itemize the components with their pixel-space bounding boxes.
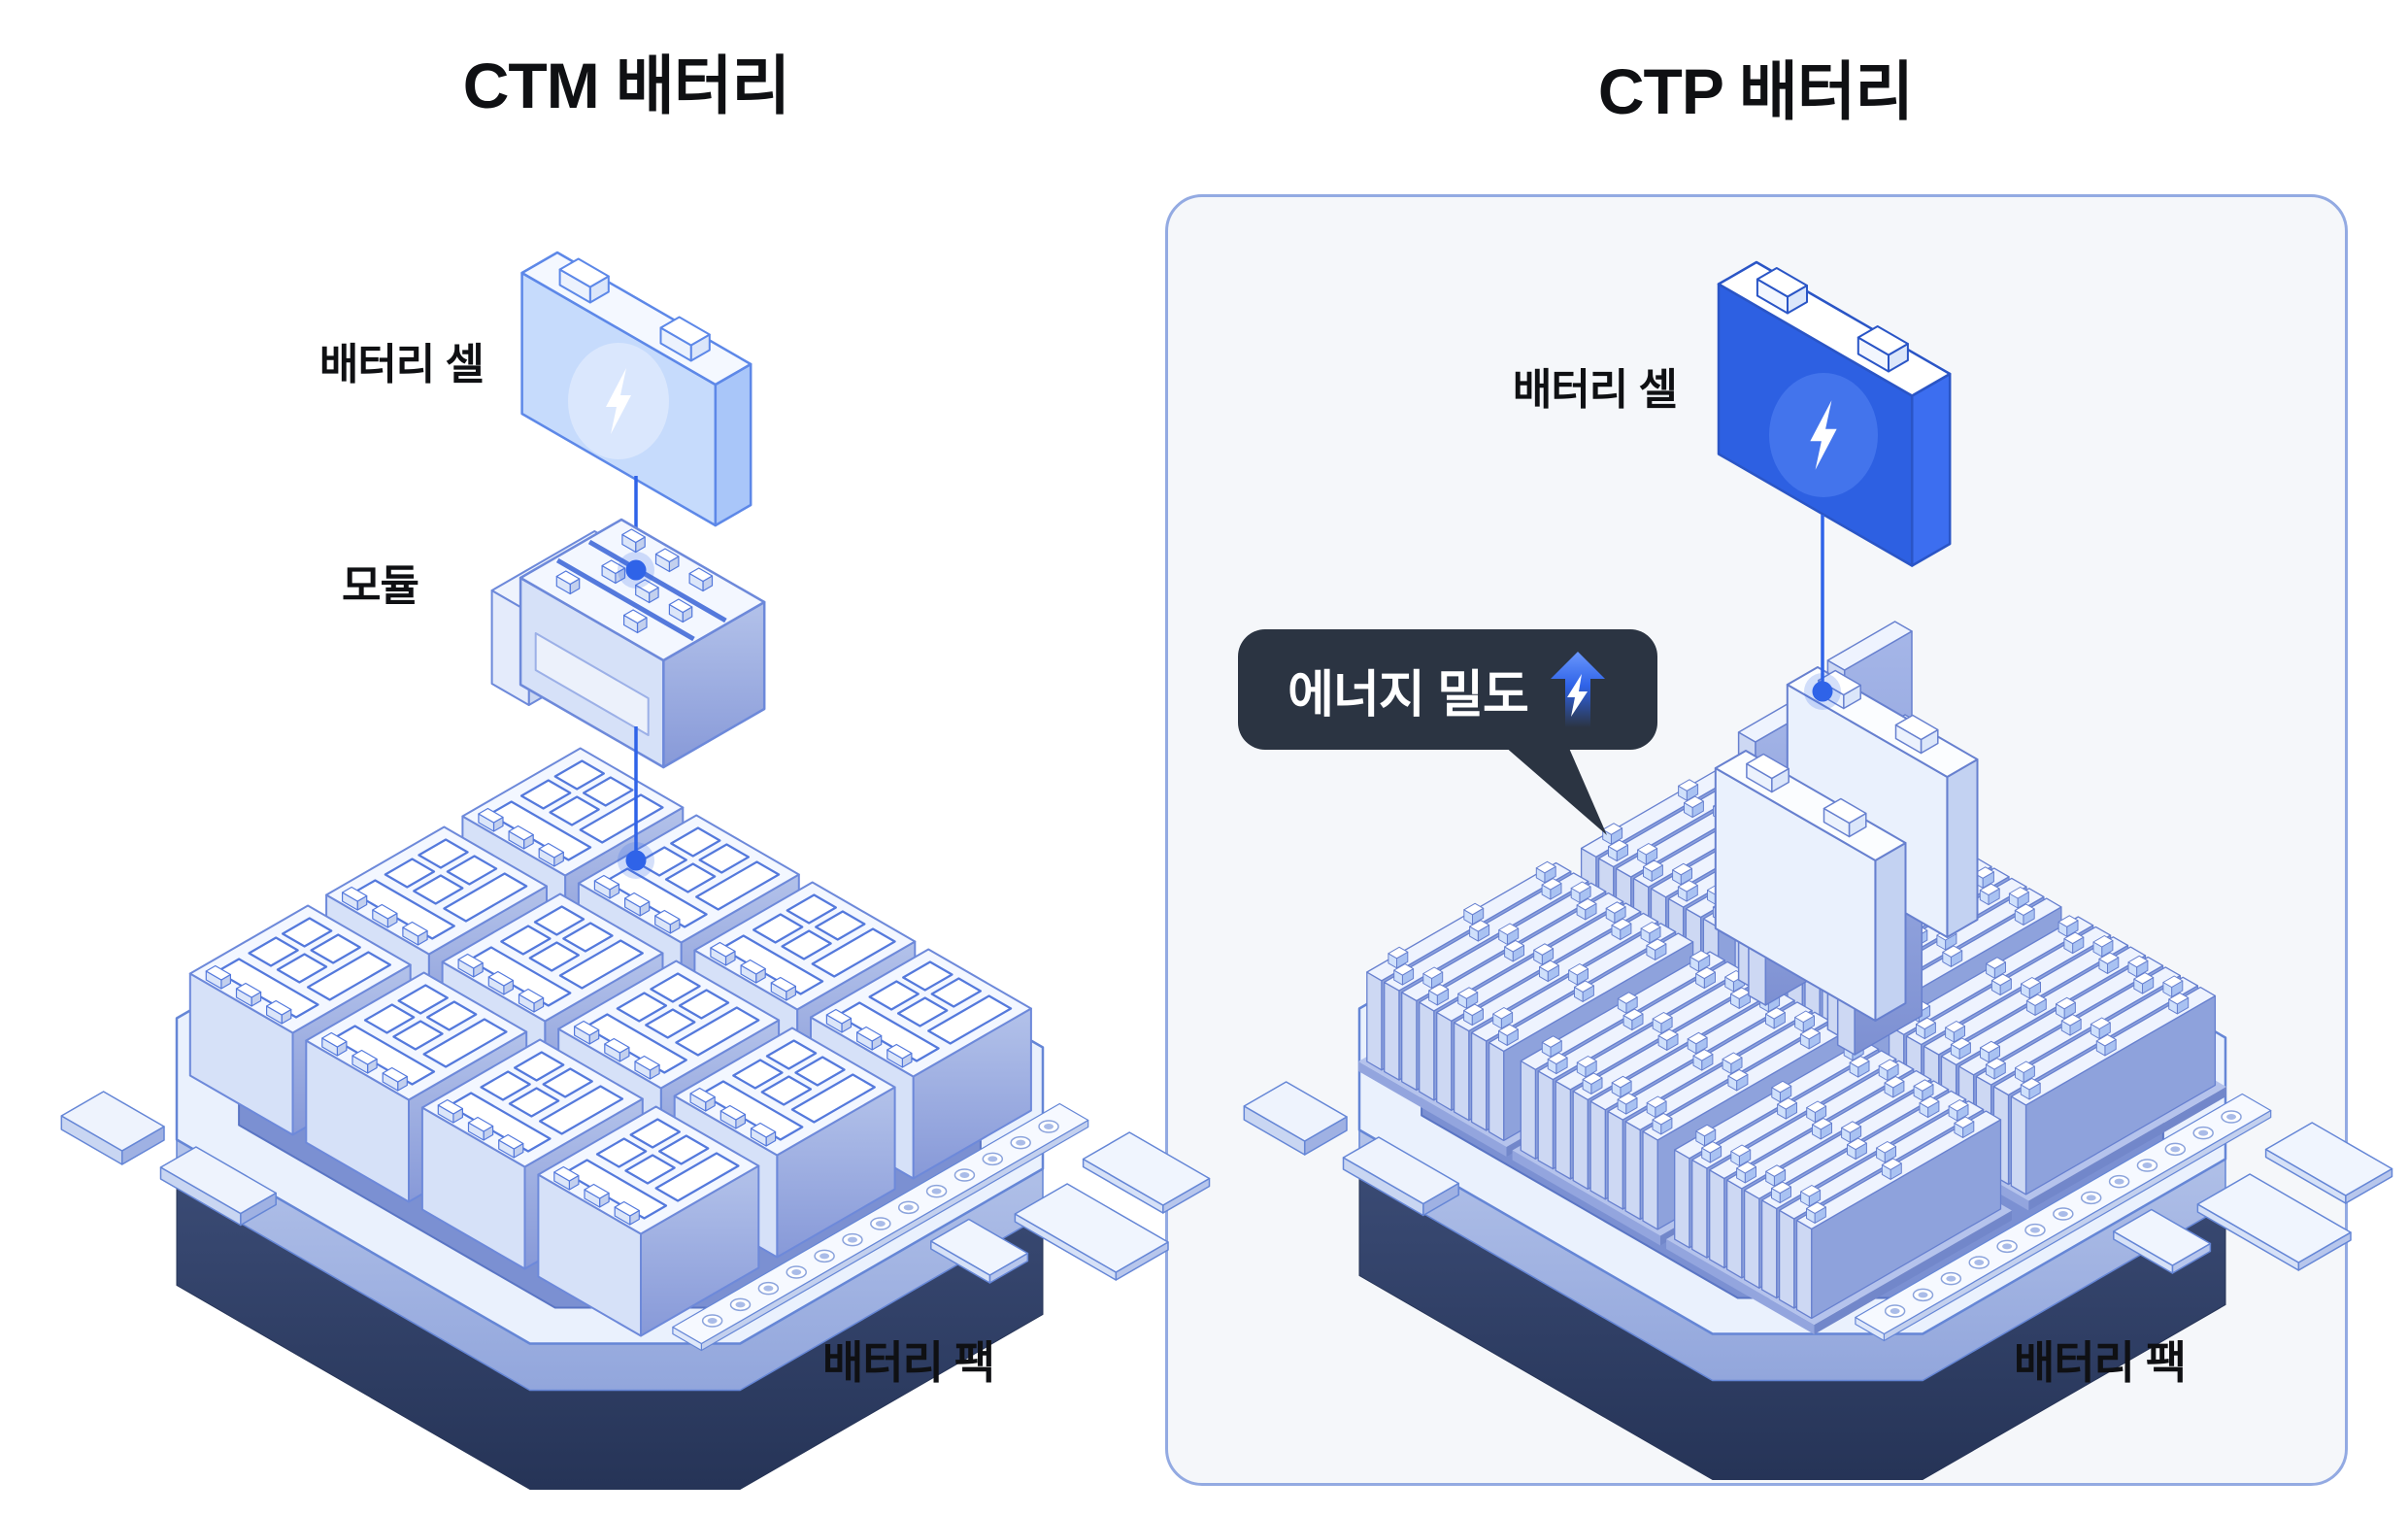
ctp-cell-label: 배터리 셀 [1512,366,1678,414]
energy-density-text: 에너지 밀도 [1288,666,1529,724]
arrow-up-lightning-icon [1550,652,1605,727]
ctm-cell-label: 배터리 셀 [318,341,485,388]
ctm-pack-illustration [60,747,1211,1490]
ctm-pack-label: 배터리 팩 [822,1337,995,1388]
ctm-module-illustration [490,518,766,769]
ctm-cell-illustration [520,251,752,527]
ctp-pack-label: 배터리 팩 [2014,1337,2187,1388]
ctp-panel [1165,194,2348,1486]
ctp-title: CTP 배터리 [1597,55,1914,127]
tooltip-tail [1504,746,1607,835]
ctm-connector-bottom [618,726,654,879]
ctm-title: CTM 배터리 [462,50,790,121]
energy-density-tooltip: 에너지 밀도 [1238,629,1657,835]
ctm-module-label: 모듈 [342,562,419,610]
